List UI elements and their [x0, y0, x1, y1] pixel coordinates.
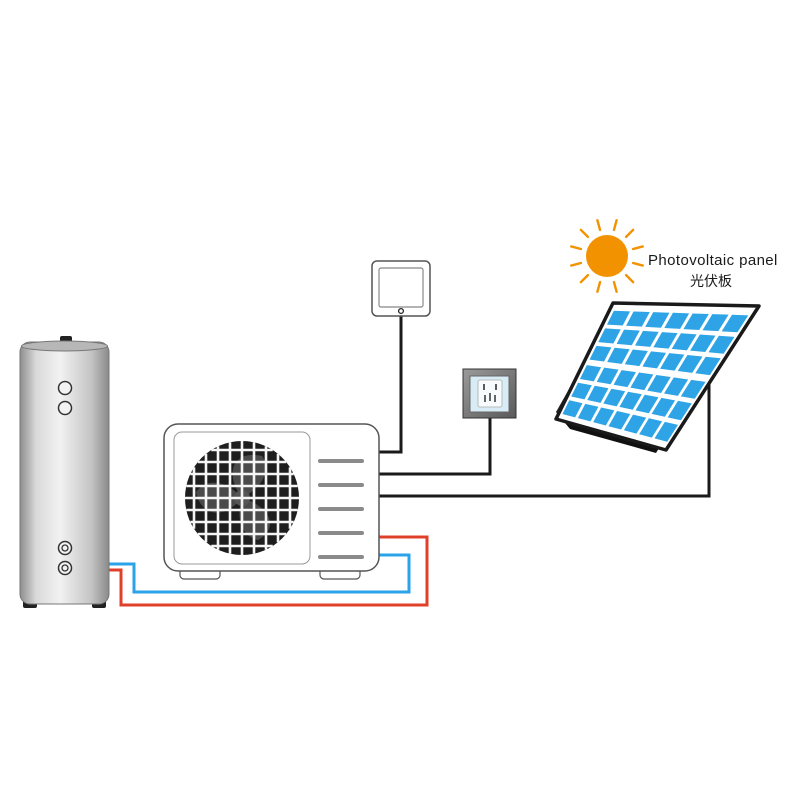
power-socket-icon [462, 368, 517, 419]
water-tank-icon [19, 336, 110, 608]
socket-cable [377, 415, 492, 476]
solar-cable [377, 374, 711, 498]
solar-panel-icon [554, 301, 761, 453]
power-cables [377, 311, 711, 498]
photovoltaic-label-en: Photovoltaic panel [648, 252, 778, 269]
wall-controller-icon [371, 260, 431, 317]
cold-water-pipe [107, 553, 411, 594]
hot-water-pipe [107, 535, 429, 607]
controller-cable [377, 311, 403, 454]
water-pipes [107, 535, 429, 607]
sun-icon [570, 219, 644, 293]
heat-pump-outdoor-unit-icon [163, 423, 380, 580]
photovoltaic-label-zh: 光伏板 [690, 274, 732, 290]
